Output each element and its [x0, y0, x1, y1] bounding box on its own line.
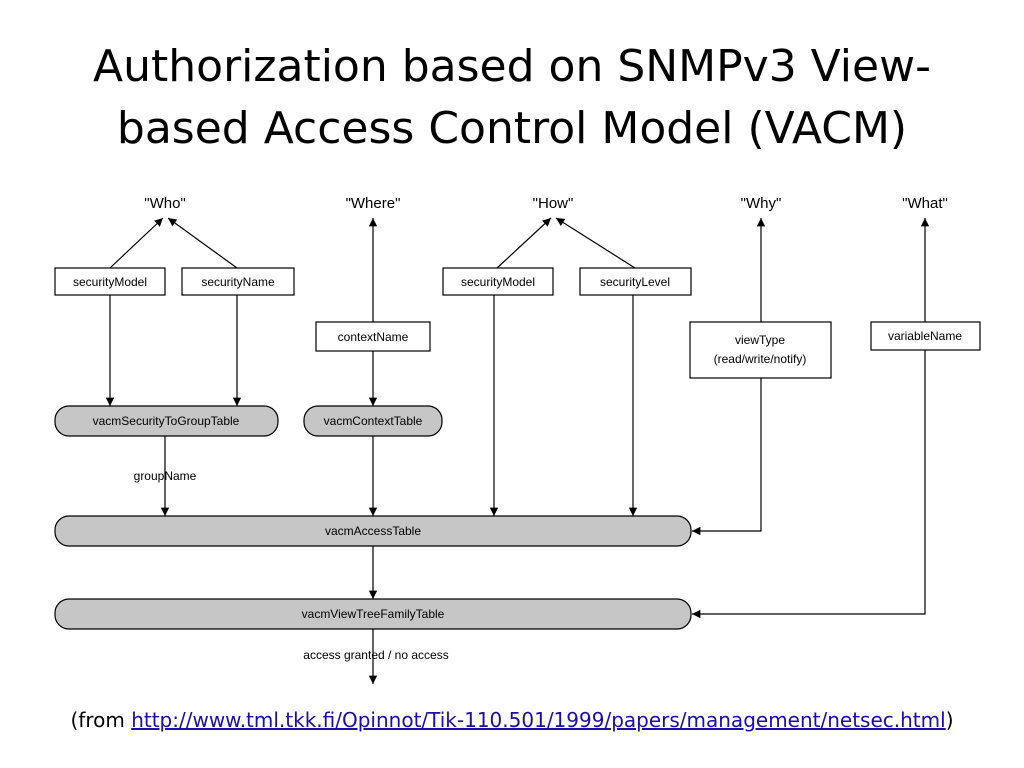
access-result-label: access granted / no access	[303, 648, 448, 662]
question-what: "What"	[902, 195, 948, 212]
question-where: "Where"	[346, 195, 401, 212]
slide-title-line-2: based Access Control Model (VACM)	[116, 103, 908, 154]
view-type-box	[689, 321, 832, 379]
security-model-box-2	[442, 267, 554, 296]
arrow-security-model-to-who	[109, 217, 164, 269]
question-why: "Why"	[741, 195, 782, 212]
security-model-label-1: securityModel	[73, 275, 147, 289]
security-model-label-2: securityModel	[461, 275, 535, 289]
caption-suffix: )	[945, 708, 954, 732]
group-name-label: groupName	[134, 469, 197, 483]
variable-name-label: variableName	[888, 329, 962, 343]
arrow-view-type-to-access-table	[692, 378, 762, 536]
source-link[interactable]: http://www.tml.tkk.fi/Opinnot/Tik-110.50…	[131, 708, 946, 732]
view-type-options-label: (read/write/notify)	[714, 352, 807, 366]
context-name-label: contextName	[338, 330, 409, 344]
security-to-group-table-label: vacmSecurityToGroupTable	[93, 414, 240, 428]
source-caption: (from http://www.tml.tkk.fi/Opinnot/Tik-…	[0, 708, 1024, 732]
access-table-label: vacmAccessTable	[325, 524, 421, 538]
security-name-label: securityName	[201, 275, 275, 289]
security-level-label: securityLevel	[600, 275, 670, 289]
question-who: "Who"	[144, 195, 186, 212]
security-to-group-table	[54, 405, 279, 437]
arrow-security-level-to-how	[555, 217, 636, 269]
view-type-label: viewType	[735, 333, 785, 347]
variable-name-box	[870, 321, 981, 351]
view-tree-family-table-label: vacmViewTreeFamilyTable	[302, 607, 445, 621]
question-how: "How"	[533, 195, 574, 212]
arrow-variable-name-to-view-tree-table	[692, 350, 926, 619]
arrow-security-model-to-how	[496, 217, 552, 269]
slide-title-line-1: Authorization based on SNMPv3 View-	[93, 41, 931, 92]
caption-prefix: (from	[70, 708, 132, 732]
context-table-label: vacmContextTable	[324, 414, 423, 428]
security-name-box	[181, 267, 295, 296]
security-level-box	[579, 267, 692, 296]
arrow-security-name-to-who	[167, 217, 238, 269]
slide-title: Authorization based on SNMPv3 View- base…	[40, 36, 984, 160]
